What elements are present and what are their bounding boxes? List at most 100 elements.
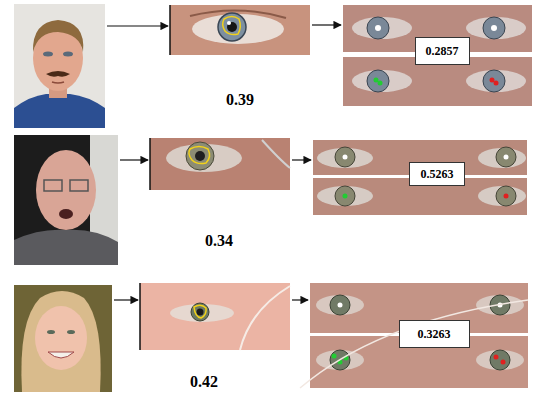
- eye-white: [476, 350, 524, 370]
- eye-white: [192, 14, 284, 44]
- skin-crop: [170, 5, 310, 55]
- eye: [67, 330, 75, 334]
- eye-white: [352, 17, 412, 39]
- red-dot: [490, 78, 495, 83]
- arrow: [114, 299, 138, 300]
- photo-ground: [14, 4, 105, 128]
- iris-contour: [223, 17, 241, 35]
- pupil: [195, 151, 205, 161]
- iris: [367, 17, 389, 39]
- glasses: [44, 180, 62, 191]
- scarf: [14, 230, 118, 265]
- face-photo: [14, 285, 112, 392]
- mouth: [59, 209, 73, 219]
- green-dot: [343, 194, 348, 199]
- eye-crop: [150, 138, 290, 190]
- green-dot: [332, 354, 337, 359]
- iris: [483, 17, 505, 39]
- score-label: 0.39: [226, 91, 254, 109]
- score-box: 0.5263: [409, 162, 465, 186]
- glasses-frame: [262, 140, 290, 168]
- iris: [490, 350, 510, 370]
- eye: [43, 52, 53, 57]
- face: [35, 306, 87, 370]
- marker-dot: [504, 155, 509, 160]
- face-photo: [14, 4, 105, 128]
- glasses: [70, 180, 88, 191]
- pupil: [197, 309, 204, 316]
- red-dot: [494, 81, 499, 86]
- eye-white: [317, 186, 373, 206]
- iris-contour: [189, 147, 210, 164]
- marker-dot: [338, 303, 343, 308]
- skin-crop: [140, 283, 290, 350]
- iris: [367, 70, 389, 92]
- eye-white: [317, 148, 373, 168]
- eyelid: [190, 10, 286, 18]
- arrow: [120, 159, 148, 160]
- arrow: [312, 24, 341, 25]
- bald-head: [36, 150, 96, 230]
- smile: [48, 352, 74, 358]
- photo-ground: [14, 135, 118, 265]
- marker-dot: [375, 25, 381, 31]
- hair-strand: [240, 286, 290, 350]
- eye-crop: [170, 5, 310, 55]
- shirt: [14, 94, 105, 128]
- eye-crop: [140, 283, 290, 350]
- crop-edge: [149, 138, 151, 190]
- hair: [21, 291, 100, 392]
- green-dot: [374, 78, 379, 83]
- skin-crop: [150, 138, 290, 190]
- mustache: [46, 71, 70, 77]
- eye-white: [478, 186, 526, 206]
- eye-white: [478, 148, 526, 168]
- marker-dot: [491, 25, 497, 31]
- mouth: [52, 82, 64, 83]
- score-value: 0.2857: [426, 44, 459, 59]
- highlight: [227, 21, 231, 25]
- crop-edge: [169, 5, 171, 55]
- score-label: 0.34: [205, 232, 233, 250]
- iris: [330, 295, 350, 315]
- iris: [335, 186, 355, 206]
- iris: [191, 303, 209, 321]
- arrow: [292, 159, 311, 160]
- iris-contour: [194, 305, 206, 318]
- eye-white: [170, 304, 234, 322]
- eye-pair: [300, 283, 528, 388]
- iris: [483, 70, 505, 92]
- score-box: 0.2857: [415, 37, 470, 65]
- eye-pair: [313, 140, 527, 215]
- eye-white: [466, 17, 526, 39]
- score-box: 0.3263: [399, 320, 470, 348]
- iris: [496, 186, 516, 206]
- eye: [63, 52, 73, 57]
- red-dot: [494, 355, 499, 360]
- eye-white: [352, 70, 412, 92]
- eye-white: [316, 295, 364, 315]
- eye-white: [466, 70, 526, 92]
- photo-ground: [14, 285, 112, 392]
- iris: [496, 147, 516, 167]
- marker-dot: [343, 155, 348, 160]
- iris: [186, 142, 214, 170]
- hair: [33, 20, 83, 52]
- pupil: [227, 22, 237, 32]
- green-dot: [378, 81, 383, 86]
- arrow: [292, 299, 308, 300]
- score-value: 0.5263: [421, 167, 454, 182]
- eye: [47, 330, 55, 334]
- eye-pair: [343, 5, 532, 106]
- red-dot: [504, 194, 509, 199]
- iris: [218, 13, 246, 41]
- score-value: 0.3263: [418, 327, 451, 342]
- crop-edge: [139, 283, 141, 350]
- arrow: [107, 25, 168, 26]
- face-photo: [14, 135, 118, 265]
- red-dot: [501, 360, 506, 365]
- hair-strand: [300, 300, 528, 388]
- score-label: 0.42: [190, 373, 218, 391]
- iris: [335, 147, 355, 167]
